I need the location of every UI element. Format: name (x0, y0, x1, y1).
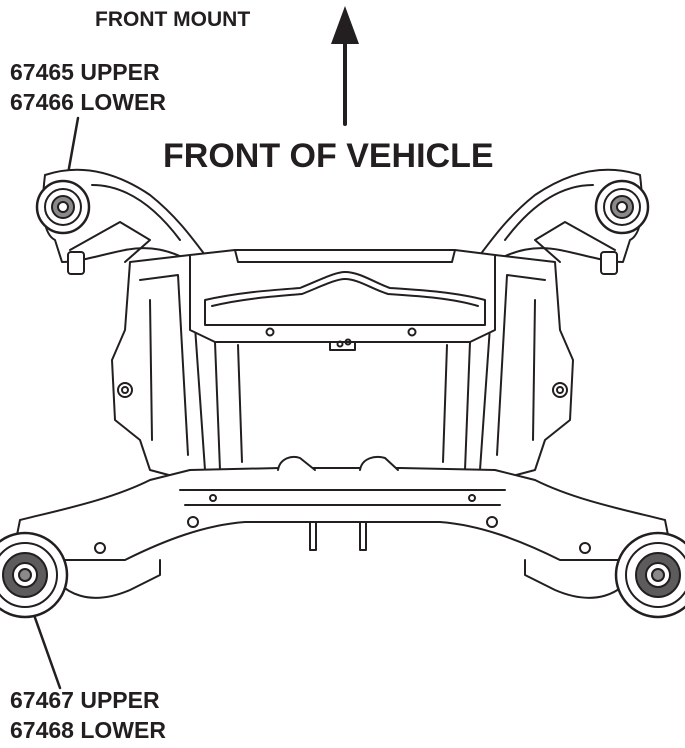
front-of-vehicle-label: FRONT OF VEHICLE (163, 137, 494, 175)
front-direction-arrow (331, 6, 359, 126)
rear-mount-upper-part-number: 67467 UPPER (10, 687, 160, 713)
front-mount-title: FRONT MOUNT (95, 8, 251, 31)
rear-mount-lower-part-number: 67468 LOWER (10, 717, 166, 743)
rear-right-bushing (614, 531, 685, 619)
front-mount-upper-part-number: 67465 UPPER (10, 59, 160, 85)
front-mount-lower-part-number: 67466 LOWER (10, 89, 166, 115)
subframe (14, 168, 671, 599)
front-left-bushing (35, 179, 91, 235)
front-right-bushing (594, 179, 650, 235)
rear-left-bushing (0, 531, 69, 619)
